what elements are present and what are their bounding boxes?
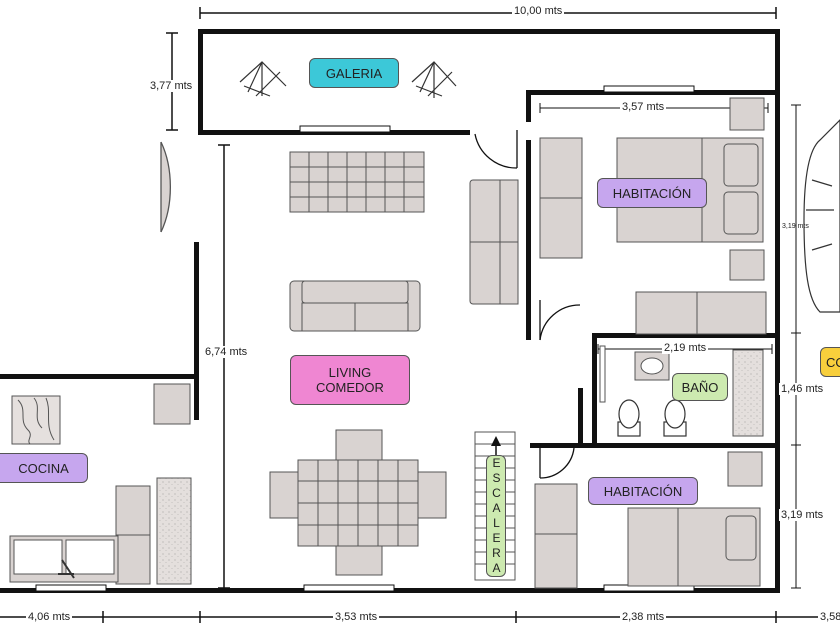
room-label-cochera: CO	[820, 347, 840, 377]
sink-icon	[634, 351, 670, 381]
dim-bottom-living: 3,53 mts	[333, 611, 380, 623]
deck-chair-icon	[239, 61, 287, 97]
room-label-bano: BAÑO	[672, 373, 728, 401]
sink-icon	[9, 535, 119, 583]
dim-bottom-habitacion: 2,38 mts	[620, 611, 667, 623]
room-label-galeria: GALERIA	[309, 58, 399, 88]
bidet-icon	[663, 399, 687, 437]
room-label-habitacion-2: HABITACIÓN	[588, 477, 698, 505]
dim-living-height: 6,74 mts	[203, 346, 250, 358]
room-label-cocina: COCINA	[0, 453, 88, 483]
wardrobe	[534, 483, 578, 589]
nightstands	[729, 97, 765, 281]
room-label-habitacion-1: HABITACIÓN	[597, 178, 707, 208]
shower	[732, 349, 764, 437]
sofa-icon	[469, 179, 519, 305]
nightstand	[727, 451, 763, 487]
room-label-escalera: ESCALERA	[486, 455, 506, 577]
dim-bottom-cocina: 4,06 mts	[26, 611, 73, 623]
deck-chair-icon	[411, 61, 457, 98]
dim-bano-width: 2,19 mts	[662, 342, 709, 354]
dim-habitacion-height: 3,19 mts	[782, 223, 809, 230]
desk	[635, 291, 767, 335]
dim-total-width: 10,00 mts	[512, 5, 565, 17]
car-icon	[803, 119, 840, 313]
dim-habitacion2-height: 3,19 mts	[779, 509, 826, 521]
dim-bano-height: 1,46 mts	[779, 383, 826, 395]
wood-counter	[11, 395, 61, 445]
room-label-living-comedor: LIVING COMEDOR	[290, 355, 410, 405]
dim-galeria-height: 3,77 mts	[148, 80, 195, 92]
escalera-text: ESCALERA	[489, 456, 504, 576]
bed-icon	[627, 507, 761, 587]
wardrobe	[539, 137, 583, 259]
dining-table-icon	[269, 429, 447, 576]
fridge	[153, 383, 191, 425]
doors	[160, 130, 581, 479]
toilet-icon	[617, 399, 641, 437]
windows	[35, 85, 695, 592]
rug	[289, 151, 425, 213]
sofa-icon	[289, 280, 421, 332]
bed-icon	[616, 137, 764, 243]
kitchen-counter	[115, 477, 192, 585]
dim-habitacion-width: 3,57 mts	[620, 101, 667, 113]
towel-rail	[599, 345, 606, 403]
dim-bottom-right: 3,58	[818, 611, 840, 623]
